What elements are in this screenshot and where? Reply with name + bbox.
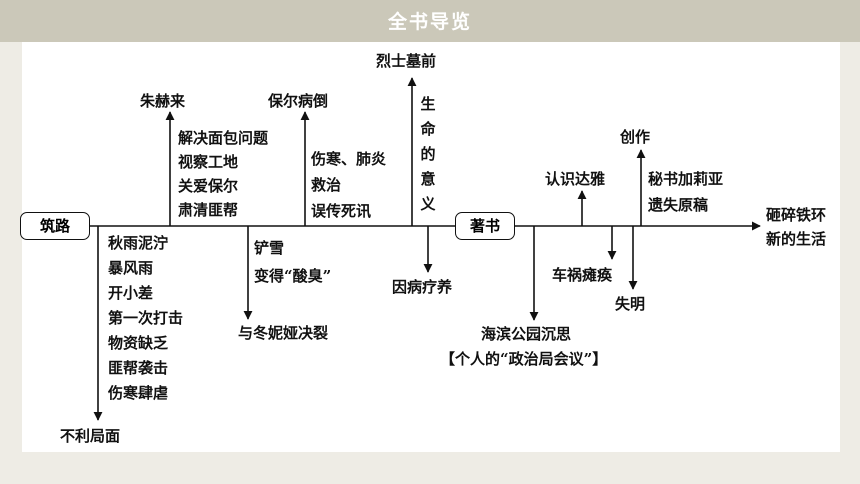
setback-2: 暴风雨 (108, 259, 154, 277)
paul-item-1: 伤寒、肺炎 (311, 150, 387, 168)
mid-box: 著书 (455, 212, 515, 240)
meet-daya-label: 认识达雅 (545, 170, 606, 188)
zhu-item-4: 肃清匪帮 (178, 201, 239, 219)
paul-item-3: 误传死讯 (311, 202, 372, 220)
setback-6: 匪帮袭击 (108, 359, 169, 377)
car-accident-label: 车祸瘫痪 (552, 266, 613, 284)
zhu-item-3: 关爱保尔 (178, 177, 239, 195)
bad-situation-label: 不利局面 (60, 427, 121, 445)
setback-1: 秋雨泥泞 (108, 234, 169, 252)
politburo-label: 【个人的“政治局会议”】 (440, 350, 608, 368)
zhu-helai-label: 朱赫来 (140, 92, 186, 110)
illness-rest-label: 因病疗养 (392, 278, 453, 296)
setback-7: 伤寒肆虐 (108, 384, 169, 402)
snow-2: 变得“酸臭” (254, 267, 332, 285)
header-banner (0, 0, 860, 42)
tonya-split-label: 与冬妮娅决裂 (238, 324, 329, 342)
start-box: 筑路 (20, 212, 90, 240)
end-label-1: 砸碎铁环 (766, 206, 827, 224)
zhu-item-2: 视察工地 (178, 153, 239, 171)
diagram-panel (22, 42, 840, 452)
snow-1: 铲雪 (254, 239, 285, 257)
page-title: 全书导览 (387, 11, 472, 33)
paul-ill-label: 保尔病倒 (268, 92, 329, 110)
martyr-label: 烈士墓前 (376, 52, 437, 70)
seaside-label: 海滨公园沉思 (481, 325, 572, 343)
end-label-2: 新的生活 (766, 230, 827, 248)
setback-3: 开小差 (108, 284, 154, 302)
writing-label: 创作 (620, 128, 651, 146)
setback-5: 物资缺乏 (108, 334, 169, 352)
secretary-2: 遗失原稿 (648, 196, 709, 214)
setback-4: 第一次打击 (108, 309, 184, 327)
secretary-1: 秘书加莉亚 (648, 170, 724, 188)
blind-label: 失明 (615, 295, 646, 313)
meaning-label: 生命的意义 (420, 95, 436, 213)
zhu-item-1: 解决面包问题 (178, 129, 269, 147)
paul-item-2: 救治 (311, 176, 342, 194)
